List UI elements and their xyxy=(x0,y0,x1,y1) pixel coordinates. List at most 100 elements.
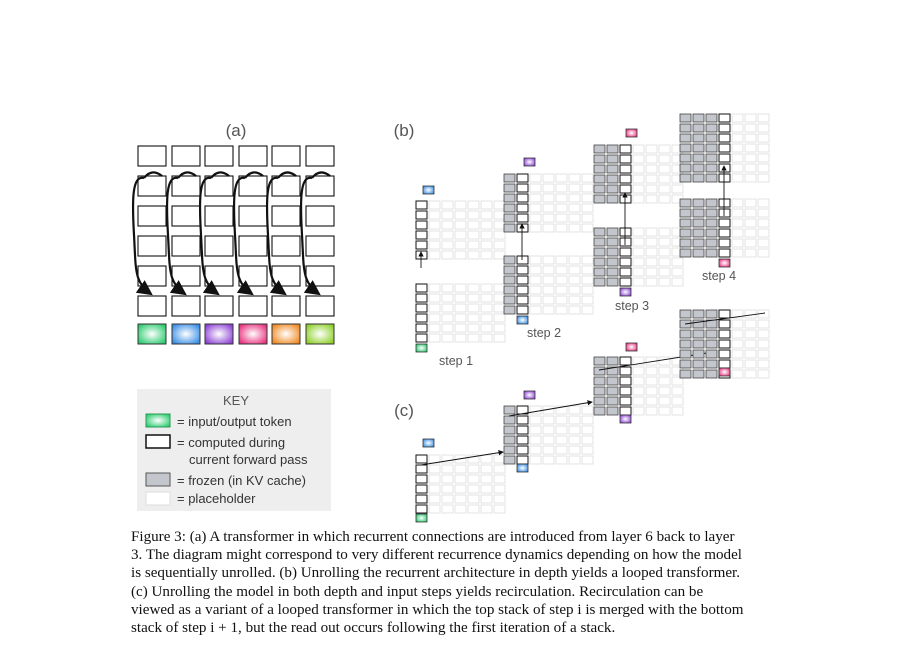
computed-cell xyxy=(718,359,731,369)
placeholder-cell xyxy=(632,247,645,257)
frozen-cell xyxy=(679,198,692,208)
frozen-cell xyxy=(503,305,516,315)
recirculation-arrow xyxy=(420,450,504,466)
placeholder-cell xyxy=(744,238,757,248)
placeholder-cell xyxy=(731,123,744,133)
computed-cell xyxy=(516,255,529,265)
placeholder-cell xyxy=(744,113,757,123)
placeholder-cell xyxy=(744,198,757,208)
placeholder-cell xyxy=(454,484,467,494)
computed-cell xyxy=(516,183,529,193)
placeholder-cell xyxy=(568,405,581,415)
frozen-cell xyxy=(679,339,692,349)
placeholder-cell xyxy=(757,133,770,143)
computed-cell xyxy=(415,293,428,303)
placeholder-cell xyxy=(744,208,757,218)
frozen-cell xyxy=(503,183,516,193)
frozen-cell xyxy=(692,319,705,329)
placeholder-cell xyxy=(632,237,645,247)
output-token xyxy=(625,128,638,138)
layer-block xyxy=(238,205,268,227)
frozen-cell xyxy=(692,153,705,163)
frozen-cell xyxy=(705,349,718,359)
placeholder-cell xyxy=(568,255,581,265)
placeholder-cell xyxy=(568,285,581,295)
input-token xyxy=(415,513,428,523)
frozen-cell xyxy=(679,248,692,258)
input-token xyxy=(137,323,167,345)
frozen-cell xyxy=(705,173,718,183)
placeholder-cell xyxy=(542,445,555,455)
placeholder-cell xyxy=(581,183,594,193)
placeholder-cell xyxy=(555,295,568,305)
placeholder-cell xyxy=(529,455,542,465)
placeholder-cell xyxy=(454,303,467,313)
computed-cell xyxy=(415,240,428,250)
computed-cell xyxy=(415,474,428,484)
placeholder-cell xyxy=(542,255,555,265)
placeholder-cell xyxy=(493,484,506,494)
layer-block xyxy=(305,205,335,227)
frozen-cell xyxy=(679,218,692,228)
placeholder-cell xyxy=(467,210,480,220)
computed-cell xyxy=(619,144,632,154)
computed-cell xyxy=(415,494,428,504)
frozen-cell xyxy=(606,174,619,184)
placeholder-cell xyxy=(542,275,555,285)
frozen-cell xyxy=(692,113,705,123)
frozen-cell xyxy=(503,223,516,233)
frozen-cell xyxy=(593,184,606,194)
computed-cell xyxy=(718,319,731,329)
layer-block xyxy=(171,265,201,287)
placeholder-cell xyxy=(744,143,757,153)
placeholder-cell xyxy=(467,293,480,303)
placeholder-cell xyxy=(581,213,594,223)
placeholder-cell xyxy=(555,445,568,455)
computed-cell xyxy=(718,173,731,183)
placeholder-cell xyxy=(731,173,744,183)
placeholder-cell xyxy=(744,133,757,143)
placeholder-cell xyxy=(645,257,658,267)
key-background xyxy=(137,389,331,511)
placeholder-cell xyxy=(542,203,555,213)
recurrent-connection xyxy=(198,176,220,296)
placeholder-cell xyxy=(467,303,480,313)
frozen-cell xyxy=(606,237,619,247)
placeholder-cell xyxy=(454,230,467,240)
frozen-cell xyxy=(503,445,516,455)
recurrent-connection xyxy=(131,176,153,296)
placeholder-cell xyxy=(467,504,480,514)
frozen-cell xyxy=(593,257,606,267)
input-token xyxy=(516,315,529,325)
computed-cell xyxy=(619,184,632,194)
frozen-cell xyxy=(705,228,718,238)
placeholder-cell xyxy=(658,174,671,184)
computed-cell xyxy=(619,277,632,287)
layer-block xyxy=(171,145,201,167)
placeholder-cell xyxy=(632,396,645,406)
placeholder-cell xyxy=(493,313,506,323)
computed-cell xyxy=(718,133,731,143)
placeholder-cell xyxy=(493,323,506,333)
placeholder-cell xyxy=(757,319,770,329)
placeholder-cell xyxy=(632,366,645,376)
placeholder-cell xyxy=(568,183,581,193)
placeholder-cell xyxy=(658,184,671,194)
placeholder-cell xyxy=(568,435,581,445)
layer-block xyxy=(238,295,268,317)
placeholder-cell xyxy=(529,193,542,203)
frozen-cell xyxy=(503,255,516,265)
figure-caption: Figure 3: (a) A transformer in which rec… xyxy=(131,528,773,637)
layer-block xyxy=(171,205,201,227)
placeholder-cell xyxy=(658,406,671,416)
frozen-cell xyxy=(606,257,619,267)
frozen-cell xyxy=(503,265,516,275)
placeholder-cell xyxy=(441,220,454,230)
computed-cell xyxy=(516,203,529,213)
placeholder-cell xyxy=(454,200,467,210)
placeholder-cell xyxy=(529,223,542,233)
placeholder-cell xyxy=(428,464,441,474)
computed-cell xyxy=(415,333,428,343)
layer-block xyxy=(204,145,234,167)
placeholder-cell xyxy=(658,267,671,277)
